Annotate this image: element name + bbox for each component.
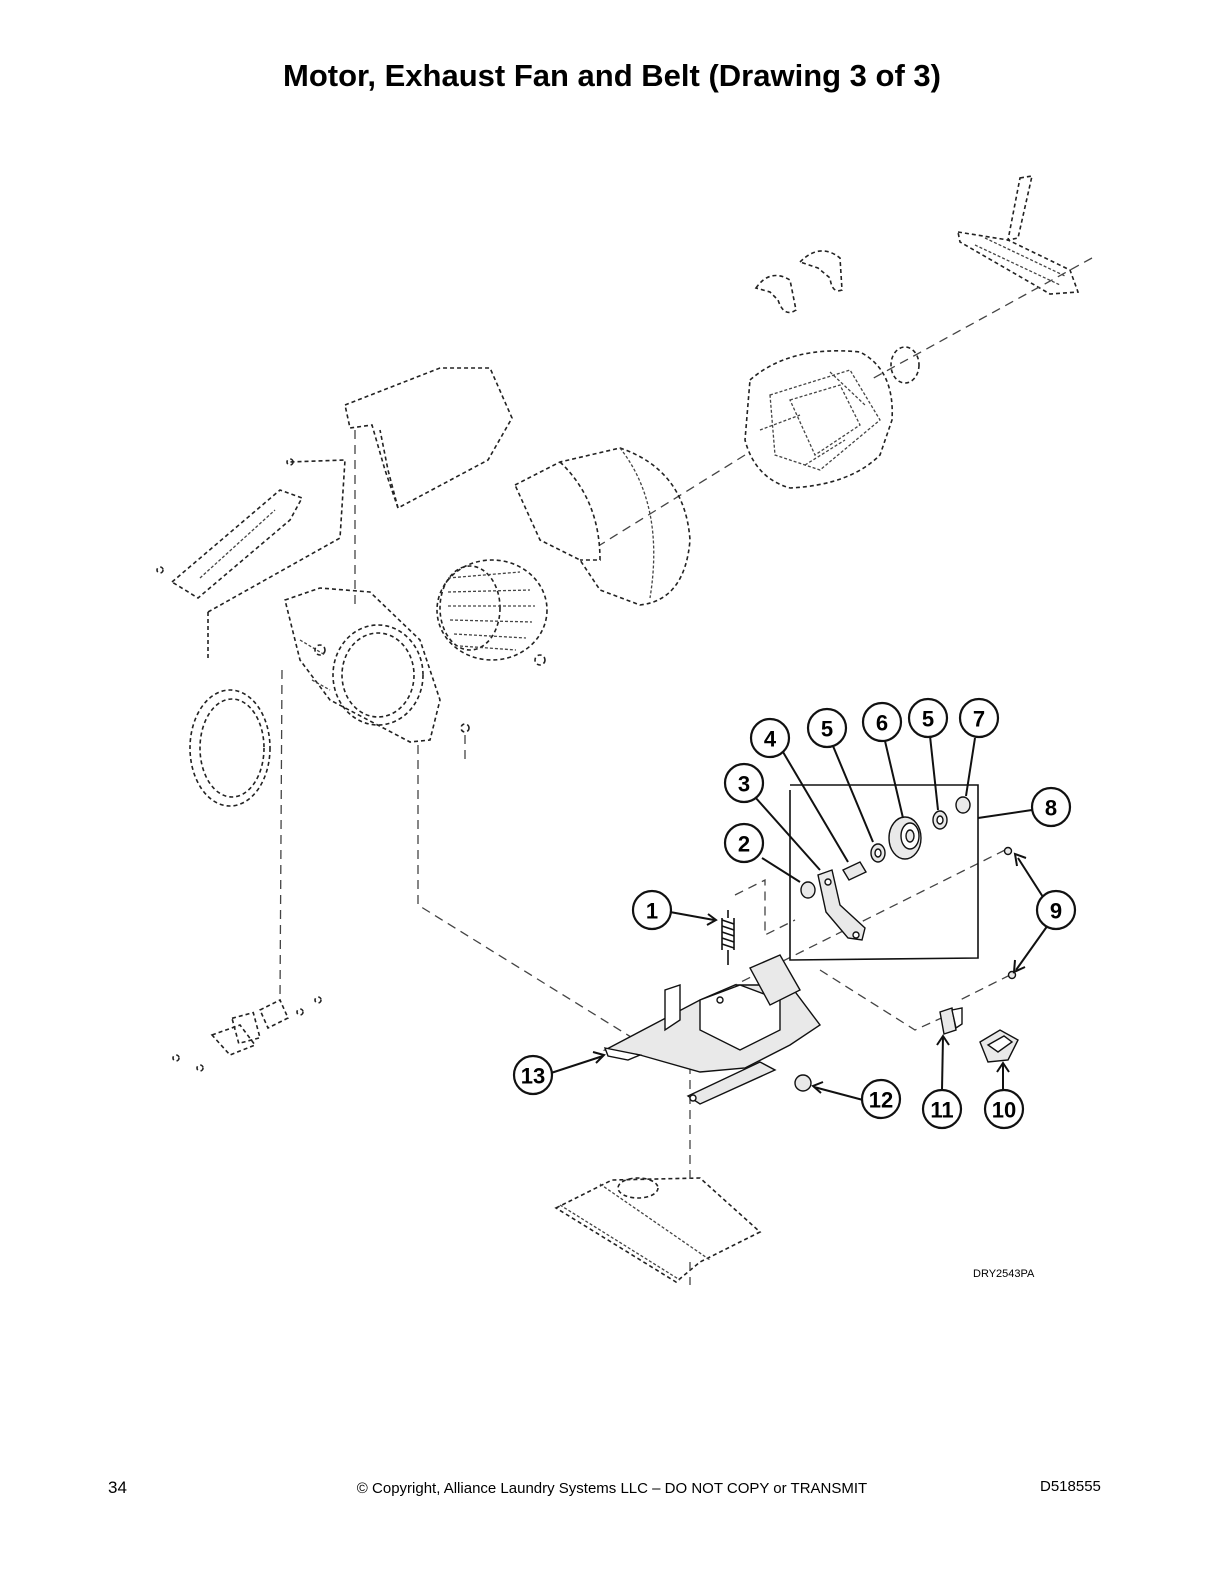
idler-washer-inner (870, 843, 886, 863)
idler-arm (817, 869, 866, 941)
callout-5-inner: 5 (806, 707, 848, 749)
svg-text:2: 2 (738, 832, 750, 857)
callout-6: 6 (861, 701, 903, 743)
ghost-fan-housing-back (284, 587, 470, 760)
callout-7: 7 (958, 697, 1000, 739)
svg-text:3: 3 (738, 772, 750, 797)
ghost-blower-wheel (436, 559, 548, 666)
assembly-leader-lines (417, 745, 1011, 1056)
ghost-base-pan (554, 1065, 762, 1285)
idler-assembly-frame (789, 784, 979, 961)
switch-bracket (939, 1007, 963, 1035)
callout-12: 12 (860, 1078, 902, 1120)
svg-text:4: 4 (764, 727, 777, 752)
svg-text:12: 12 (869, 1088, 893, 1113)
document-number: D518555 (1040, 1478, 1101, 1495)
ghost-seal-ring (189, 689, 271, 807)
svg-text:8: 8 (1045, 796, 1057, 821)
callout-11: 11 (921, 1088, 963, 1130)
svg-text:11: 11 (930, 1098, 953, 1123)
callout-10: 10 (983, 1088, 1025, 1130)
svg-text:5: 5 (821, 717, 833, 742)
callout-5-outer: 5 (907, 697, 949, 739)
ghost-fan-housing (513, 447, 691, 606)
idler-shaft (842, 861, 867, 881)
page-title: Motor, Exhaust Fan and Belt (Drawing 3 o… (283, 58, 941, 93)
idler-pulley (888, 816, 922, 860)
callout-arrows (550, 735, 1049, 1101)
svg-text:5: 5 (922, 707, 934, 732)
idler-washer-outer (932, 810, 948, 830)
svg-text:13: 13 (521, 1064, 545, 1089)
tension-spring (721, 910, 735, 965)
mount-screws (1003, 846, 1017, 980)
page-number: 34 (108, 1478, 127, 1497)
callout-2: 2 (723, 822, 765, 864)
motor-mount-base (602, 954, 822, 1105)
ghost-switch-assembly (172, 669, 322, 1072)
drawing-id: DRY2543PA (973, 1268, 1035, 1280)
callout-3: 3 (723, 762, 765, 804)
svg-text:6: 6 (876, 711, 888, 736)
idler-retaining-nut (955, 796, 971, 814)
callout-8: 8 (1030, 786, 1072, 828)
ghost-drive-shaft (869, 175, 1093, 381)
callout-13: 13 (512, 1054, 554, 1096)
ghost-motor (599, 346, 920, 546)
ghost-motor-clips (754, 250, 843, 314)
callout-4: 4 (749, 717, 791, 759)
ghost-bracket-left (156, 458, 346, 660)
callout-1: 1 (631, 889, 673, 931)
ghost-exhaust-duct (344, 367, 513, 610)
svg-text:10: 10 (992, 1098, 1016, 1123)
svg-text:1: 1 (646, 899, 658, 924)
callout-9: 9 (1035, 889, 1077, 931)
svg-text:7: 7 (973, 707, 985, 732)
copyright-notice: © Copyright, Alliance Laundry Systems LL… (356, 1480, 868, 1497)
idler-nut (800, 881, 816, 899)
svg-text:9: 9 (1050, 899, 1062, 924)
switch-body (979, 1029, 1019, 1063)
mount-nut (794, 1074, 812, 1092)
